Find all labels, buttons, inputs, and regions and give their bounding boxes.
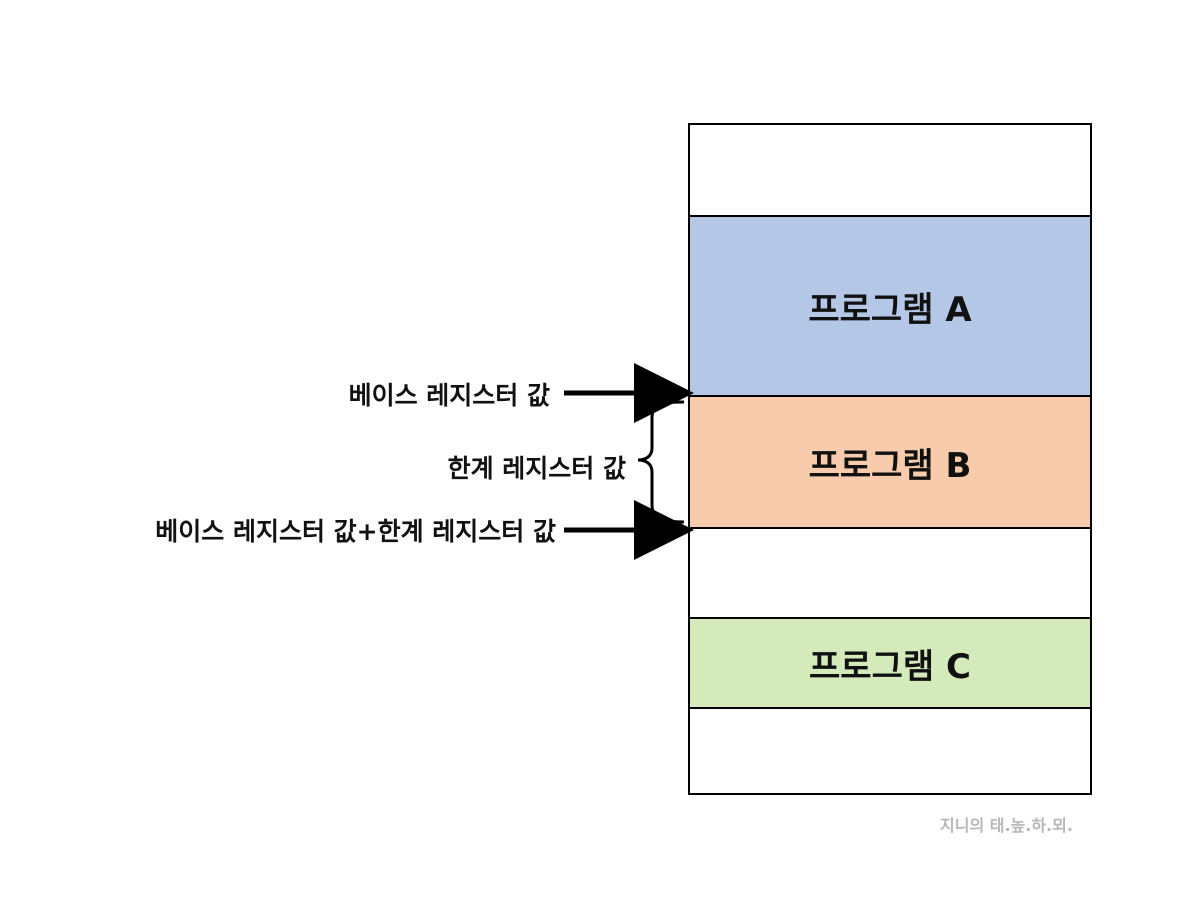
free-space-middle xyxy=(690,527,1090,617)
program-c-block: 프로그램 C xyxy=(690,617,1090,707)
limit-register-label: 한계 레지스터 값 xyxy=(447,454,626,483)
free-space-bottom xyxy=(690,707,1090,793)
base-register-label: 베이스 레지스터 값 xyxy=(348,381,550,410)
program-a-block: 프로그램 A xyxy=(690,215,1090,395)
watermark-text: 지니의 태.높.하.뫼. xyxy=(940,816,1073,835)
program-b-label: 프로그램 B xyxy=(808,445,972,486)
program-c-label: 프로그램 C xyxy=(809,646,971,687)
limit-brace xyxy=(637,400,685,524)
program-a-label: 프로그램 A xyxy=(808,289,972,330)
base-plus-limit-label: 베이스 레지스터 값+한계 레지스터 값 xyxy=(155,517,556,546)
memory-column: 프로그램 A 프로그램 B 프로그램 C xyxy=(688,123,1092,795)
program-b-block: 프로그램 B xyxy=(690,395,1090,527)
free-space-top xyxy=(690,125,1090,215)
